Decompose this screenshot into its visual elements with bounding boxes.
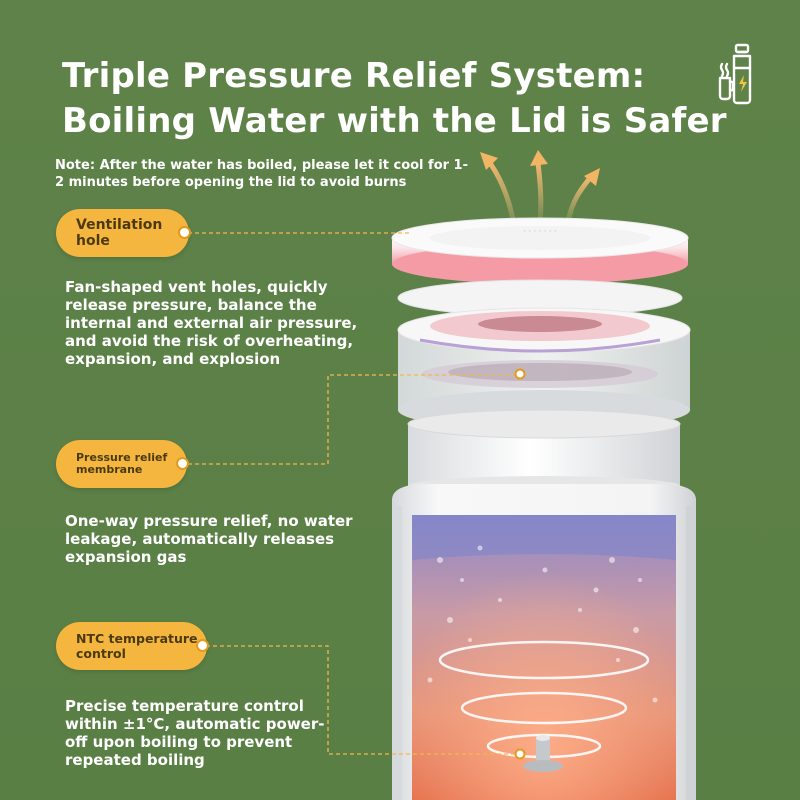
ventilation-hole-description: Fan-shaped vent holes, quickly release p… bbox=[65, 278, 358, 368]
badge-label: Pressure relief membrane bbox=[76, 451, 168, 476]
badge-label: Ventilation hole bbox=[76, 217, 163, 249]
pointer-dot-icon bbox=[176, 457, 189, 470]
ntc-temperature-description: Precise temperature control within ±1°C,… bbox=[65, 697, 325, 769]
badge-pressure-relief-membrane: Pressure relief membrane bbox=[56, 440, 189, 488]
pointer-dot-icon bbox=[196, 639, 209, 652]
badge-label: NTC temperature control bbox=[76, 631, 198, 661]
page-title: Triple Pressure Relief System: Boiling W… bbox=[62, 54, 727, 144]
svg-text:· · · · · · ·: · · · · · · · bbox=[523, 227, 556, 236]
pressure-relief-description: One-way pressure relief, no water leakag… bbox=[65, 512, 353, 566]
pointer-dot-icon bbox=[178, 226, 191, 239]
title-line-1: Triple Pressure Relief System: bbox=[62, 56, 646, 96]
badge-ventilation-hole: Ventilation hole bbox=[56, 209, 191, 257]
title-line-2: Boiling Water with the Lid is Safer bbox=[62, 101, 727, 141]
kettle-cup-icon bbox=[718, 43, 752, 105]
safety-note: Note: After the water has boiled, please… bbox=[55, 158, 468, 190]
badge-ntc-temperature-control: NTC temperature control bbox=[56, 622, 209, 670]
